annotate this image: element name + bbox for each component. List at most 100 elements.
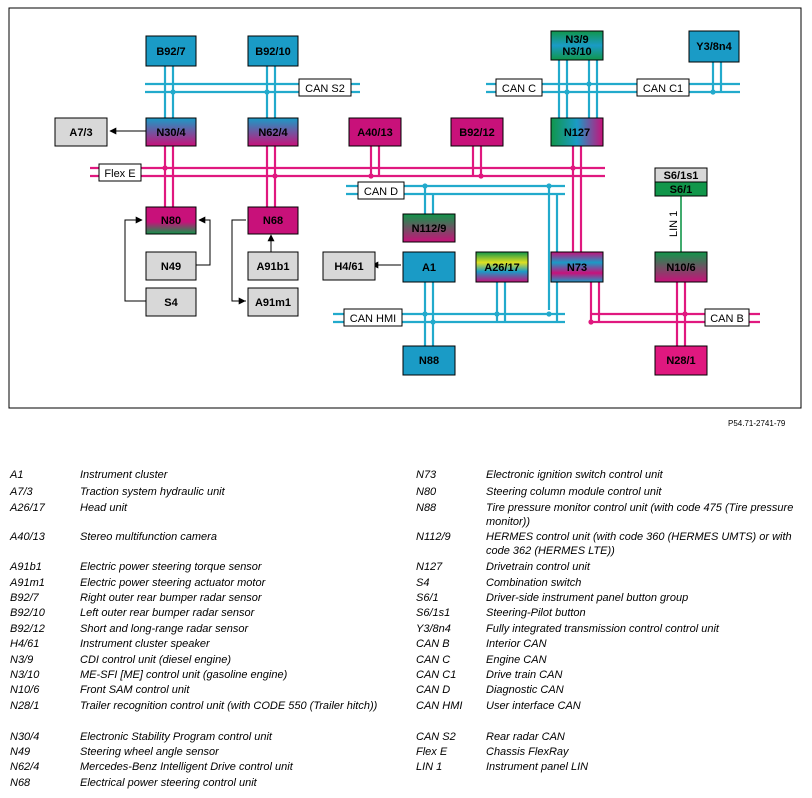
legend-code: B92/10 [10, 607, 45, 619]
legend-description: Instrument cluster speaker [80, 638, 210, 650]
label-can-b: CAN B [710, 313, 744, 325]
box-n127: N127 [564, 127, 590, 139]
legend-code: A40/13 [10, 531, 45, 543]
diagram-frame [8, 7, 802, 409]
legend-code: A91m1 [10, 577, 45, 589]
label-can-d: CAN D [364, 186, 398, 198]
box-n3-10: N3/10 [562, 46, 591, 58]
legend-description: Electric power steering torque sensor [80, 561, 262, 573]
legend-code: N49 [10, 746, 31, 758]
box-n49: N49 [161, 261, 181, 273]
legend-description: Engine CAN [486, 654, 547, 666]
flex-e-bus [90, 146, 605, 252]
label-can-hmi: CAN HMI [350, 313, 396, 325]
label-lin1: LIN 1 [668, 211, 680, 237]
legend-description: Electronic ignition switch control unit [486, 469, 663, 481]
box-n62-4: N62/4 [258, 127, 288, 139]
box-n10-6: N10/6 [666, 262, 695, 274]
box-a7-3: A7/3 [69, 127, 92, 139]
box-h4-61: H4/61 [334, 261, 363, 273]
legend-description: Interior CAN [486, 638, 547, 650]
legend-code: CAN C1 [416, 669, 457, 681]
box-n68: N68 [263, 215, 283, 227]
figure-reference: P54.71-2741-79 [728, 419, 786, 428]
legend-description: Instrument cluster [80, 469, 168, 481]
legend-code: LIN 1 [416, 761, 443, 773]
legend-description: Right outer rear bumper radar sensor [80, 592, 262, 604]
legend-description: Fully integrated transmission control co… [486, 623, 719, 635]
legend-code: A1 [10, 469, 24, 481]
box-y3-8n4: Y3/8n4 [696, 41, 732, 53]
legend-description: Mercedes-Benz Intelligent Drive control … [80, 761, 293, 773]
box-a40-13: A40/13 [357, 127, 392, 139]
legend-code: N10/6 [10, 684, 40, 696]
legend-code: H4/61 [10, 638, 40, 650]
legend-code: CAN HMI [416, 700, 463, 712]
box-a1: A1 [422, 262, 436, 274]
legend-code: N88 [416, 502, 437, 514]
legend-description: Electric power steering actuator motor [80, 577, 266, 589]
label-flex-e: Flex E [104, 168, 135, 180]
box-n3-9: N3/9 [565, 34, 588, 46]
label-can-s2: CAN S2 [305, 83, 345, 95]
legend-code: Y3/8n4 [416, 623, 451, 635]
legend-code: N73 [416, 469, 437, 481]
legend-description: HERMES control unit (with code 360 (HERM… [486, 531, 792, 557]
legend-code: S6/1s1 [416, 607, 451, 619]
legend-description: Steering column module control unit [486, 486, 662, 498]
legend-code: N62/4 [10, 761, 40, 773]
legend-description: Left outer rear bumper radar sensor [80, 607, 255, 619]
legend-code: Flex E [416, 746, 448, 758]
legend-code: B92/12 [10, 623, 45, 635]
legend-description: Steering-Pilot button [486, 607, 586, 619]
legend-description: Instrument panel LIN [486, 761, 589, 773]
legend-code: S6/1 [416, 592, 439, 604]
legend-description: Diagnostic CAN [486, 684, 564, 696]
legend-code: A7/3 [10, 486, 33, 498]
legend-description: Head unit [80, 502, 128, 514]
legend-code: A91b1 [10, 561, 42, 573]
box-n80: N80 [161, 215, 181, 227]
legend-description: CDI control unit (diesel engine) [80, 654, 232, 666]
legend-description: Stereo multifunction camera [80, 531, 217, 543]
box-n112-9: N112/9 [412, 223, 447, 235]
legend-code: N127 [416, 561, 443, 573]
box-b92-7: B92/7 [156, 46, 185, 58]
legend-code: B92/7 [10, 592, 39, 604]
legend-code: CAN D [416, 684, 451, 696]
box-s4: S4 [164, 297, 178, 309]
legend-code: N30/4 [10, 731, 40, 743]
legend-description: User interface CAN [486, 700, 581, 712]
legend-description: Drivetrain control unit [486, 561, 590, 573]
label-can-c1: CAN C1 [643, 83, 683, 95]
box-a26-17: A26/17 [484, 262, 519, 274]
legend-code: CAN B [416, 638, 450, 650]
legend-code: N3/10 [10, 669, 40, 681]
legend-description: Short and long-range radar sensor [80, 623, 249, 635]
legend-description: Traction system hydraulic unit [80, 486, 225, 498]
legend-code: S4 [416, 577, 430, 589]
legend-description: Electrical power steering control unit [80, 777, 257, 789]
legend-code: A26/17 [10, 502, 45, 514]
legend-description: ME-SFI [ME] control unit (gasoline engin… [80, 669, 288, 681]
box-a91m1: A91m1 [255, 297, 291, 309]
legend-code: CAN S2 [416, 731, 456, 743]
legend-description: Combination switch [486, 577, 582, 589]
legend-description: Front SAM control unit [80, 684, 190, 696]
bus-labels: CAN S2 CAN C CAN C1 Flex E CAN D CAN HMI… [98, 78, 750, 327]
legend-description: Rear radar CAN [486, 731, 565, 743]
box-n28-1: N28/1 [666, 355, 695, 367]
component-boxes: B92/7 B92/10 N3/9 N3/10 Y3/8n4 A7/3 N30/… [54, 30, 740, 376]
legend-code: CAN C [416, 654, 451, 666]
legend-code: N68 [10, 777, 31, 789]
legend-description: Tire pressure monitor control unit (with… [486, 502, 794, 528]
box-s6-1: S6/1 [670, 184, 693, 196]
legend-description: Steering wheel angle sensor [80, 746, 219, 758]
box-a91b1: A91b1 [256, 261, 289, 273]
box-n73: N73 [567, 262, 587, 274]
junction-dots [170, 81, 716, 325]
box-b92-12: B92/12 [459, 127, 494, 139]
legend-description: Chassis FlexRay [486, 746, 569, 758]
box-b92-10: B92/10 [255, 46, 290, 58]
box-n88: N88 [419, 355, 439, 367]
